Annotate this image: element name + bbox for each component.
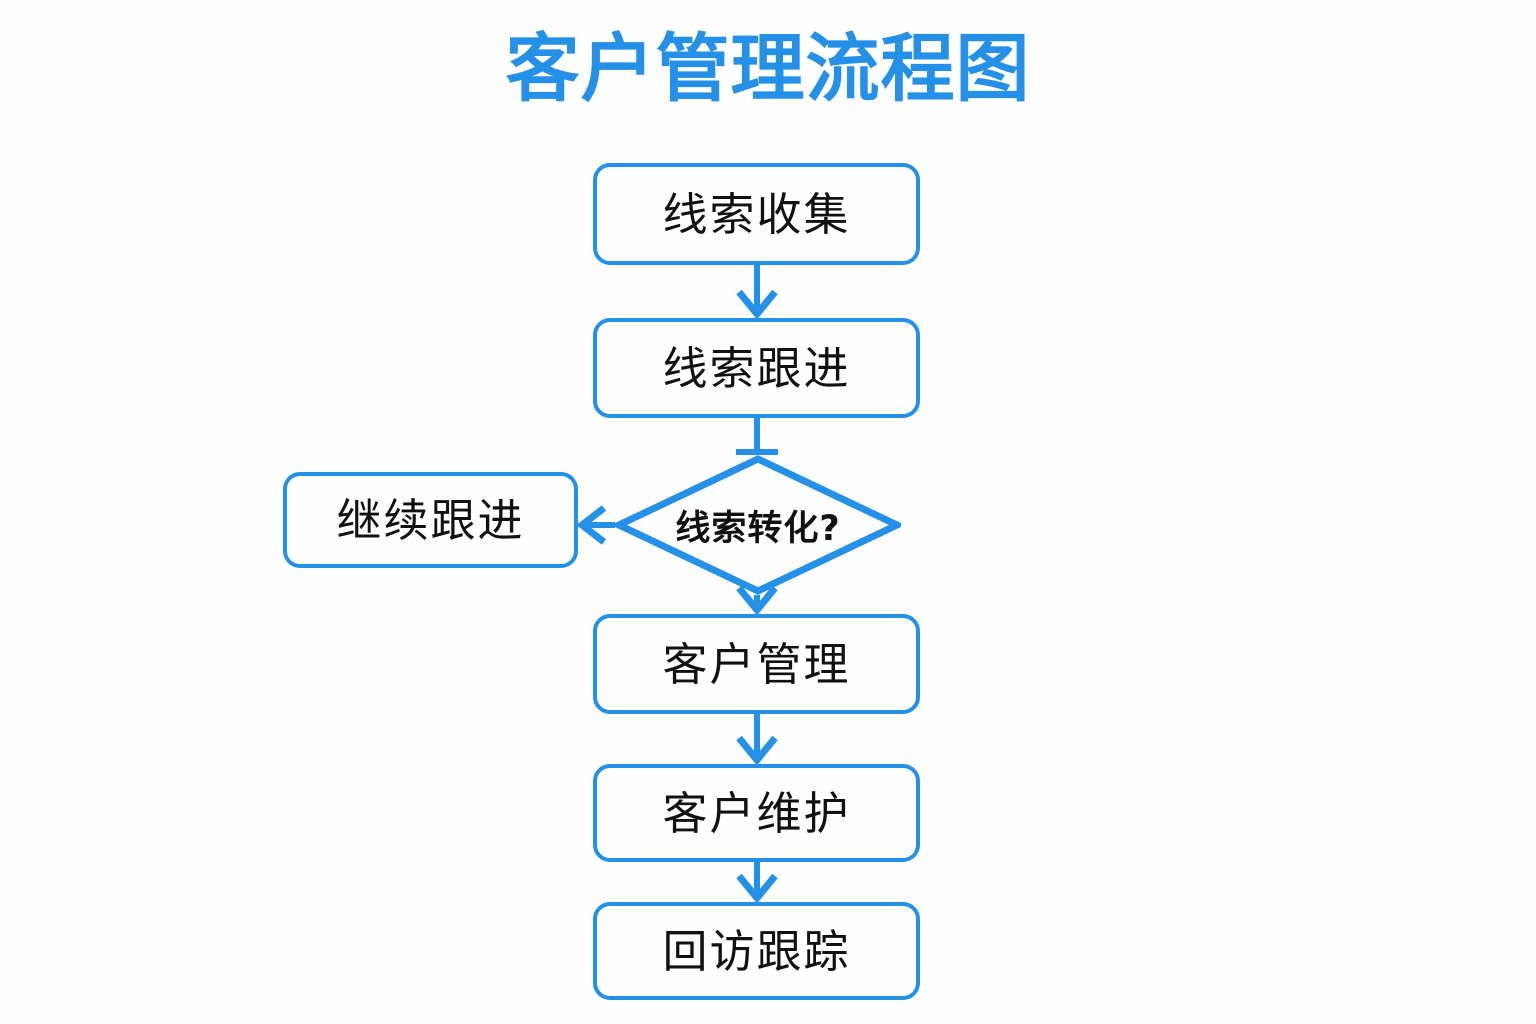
node-lead-followup[interactable]: 线索跟进 xyxy=(593,318,920,418)
node-customer-maintenance-label: 客户维护 xyxy=(662,786,851,840)
page-title: 客户管理流程图 xyxy=(505,26,1031,112)
node-continue-followup-label: 继续跟进 xyxy=(336,493,525,547)
edge-decision-to-continue-followup xyxy=(576,505,615,545)
edge-customer-maintenance-to-followup-visit xyxy=(736,862,778,904)
edge-lead-followup-to-decision xyxy=(736,418,778,455)
diamond-shape xyxy=(615,455,901,595)
node-lead-collect[interactable]: 线索收集 xyxy=(593,163,920,265)
node-continue-followup[interactable]: 继续跟进 xyxy=(283,472,578,568)
node-lead-collect-label: 线索收集 xyxy=(662,187,851,241)
node-customer-management[interactable]: 客户管理 xyxy=(593,614,920,714)
edge-lead-collect-to-lead-followup xyxy=(736,265,778,320)
edge-customer-management-to-customer-maintenance xyxy=(736,714,778,766)
node-followup-visit[interactable]: 回访跟踪 xyxy=(593,902,920,1000)
node-customer-management-label: 客户管理 xyxy=(662,637,851,691)
node-customer-maintenance[interactable]: 客户维护 xyxy=(593,764,920,862)
node-followup-visit-label: 回访跟踪 xyxy=(662,924,851,978)
node-lead-followup-label: 线索跟进 xyxy=(662,341,851,395)
node-decision-lead-conversion[interactable]: 线索转化? xyxy=(615,455,901,595)
node-decision-lead-conversion-label: 线索转化? xyxy=(675,508,841,549)
